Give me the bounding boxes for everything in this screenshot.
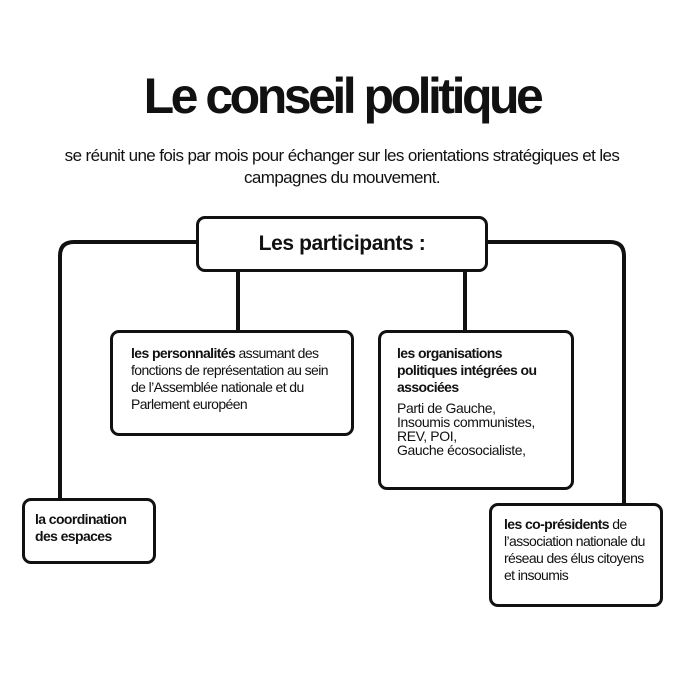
connector-left bbox=[58, 240, 196, 498]
connector-right bbox=[488, 240, 626, 503]
copresidents-text: les co-présidents de l’association natio… bbox=[504, 516, 654, 584]
coordination-label: la coordination des espaces bbox=[35, 511, 127, 544]
participant-organisations: les organisations politiques intégrées o… bbox=[378, 330, 574, 490]
copresidents-label: les co-présidents bbox=[504, 516, 610, 532]
organisation-item: REV, POI, bbox=[397, 428, 457, 444]
coordination-text: la coordination des espaces bbox=[35, 511, 147, 545]
organisations-label: les organisations politiques intégrées o… bbox=[397, 345, 537, 395]
organisation-item: Insoumis communistes, bbox=[397, 414, 535, 430]
copresidents-description: de l’association nationale du réseau des… bbox=[504, 516, 645, 583]
participants-header-box: Les participants : bbox=[196, 216, 488, 272]
personnalites-description: assumant des fonctions de représentation… bbox=[131, 345, 329, 412]
organisation-item: Parti de Gauche, bbox=[397, 400, 496, 416]
participant-coordination: la coordination des espaces bbox=[22, 498, 156, 564]
page-title: Le conseil politique bbox=[143, 68, 544, 124]
personnalites-label: les personnalités bbox=[131, 345, 236, 361]
organisations-list: Parti de Gauche, Insoumis communistes, R… bbox=[397, 401, 563, 457]
participant-copresidents: les co-présidents de l’association natio… bbox=[489, 503, 663, 607]
organisation-item: Gauche écosocialiste, bbox=[397, 442, 526, 458]
personnalites-text: les personnalités assumant des fonctions… bbox=[131, 345, 341, 413]
participant-personnalites: les personnalités assumant des fonctions… bbox=[110, 330, 354, 436]
participants-header: Les participants : bbox=[258, 232, 426, 255]
page-subtitle: se réunit une fois par mois pour échange… bbox=[64, 146, 620, 187]
